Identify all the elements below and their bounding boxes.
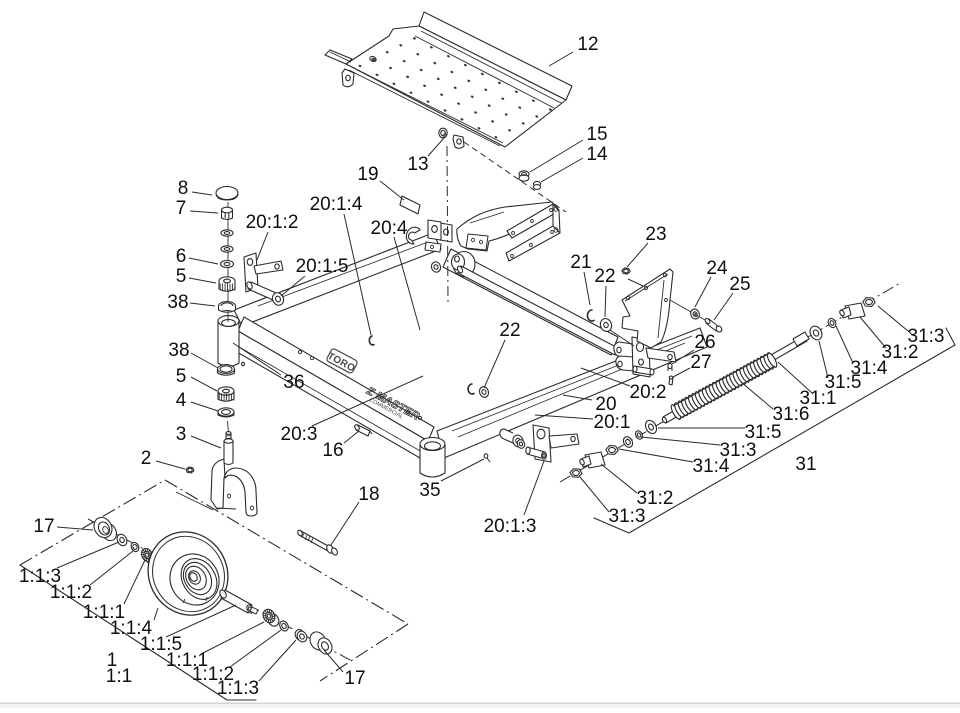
- svg-text:17: 17: [344, 668, 365, 689]
- svg-text:18: 18: [358, 484, 379, 505]
- svg-text:20:1: 20:1: [594, 412, 631, 433]
- svg-text:20:3: 20:3: [281, 424, 318, 445]
- svg-text:13: 13: [407, 154, 428, 175]
- svg-text:38: 38: [167, 292, 188, 313]
- svg-text:31: 31: [795, 454, 816, 475]
- svg-text:20:1:3: 20:1:3: [484, 516, 537, 537]
- svg-text:25: 25: [729, 274, 750, 295]
- svg-text:15: 15: [586, 124, 607, 145]
- svg-text:20:2: 20:2: [630, 382, 667, 403]
- svg-text:35: 35: [419, 480, 440, 501]
- svg-text:19: 19: [357, 164, 378, 185]
- svg-text:1:1: 1:1: [106, 666, 132, 687]
- svg-text:26: 26: [694, 332, 715, 353]
- svg-text:20:4: 20:4: [371, 218, 408, 239]
- svg-text:31:3: 31:3: [609, 506, 646, 527]
- svg-text:5: 5: [176, 366, 187, 387]
- svg-text:31:3: 31:3: [720, 440, 757, 461]
- svg-text:27: 27: [690, 352, 711, 373]
- svg-text:3: 3: [176, 424, 187, 445]
- svg-text:23: 23: [645, 224, 666, 245]
- svg-text:1:1:2: 1:1:2: [50, 582, 92, 603]
- svg-text:22: 22: [499, 320, 520, 341]
- svg-text:7: 7: [176, 198, 187, 219]
- svg-text:17: 17: [33, 516, 54, 537]
- svg-text:38: 38: [168, 340, 189, 361]
- svg-text:36: 36: [283, 372, 304, 393]
- svg-text:4: 4: [176, 390, 187, 411]
- svg-text:8: 8: [178, 178, 189, 199]
- svg-text:12: 12: [577, 34, 598, 55]
- svg-text:5: 5: [176, 266, 187, 287]
- svg-text:2: 2: [141, 448, 152, 469]
- svg-text:1:1:3: 1:1:3: [217, 678, 259, 699]
- svg-text:24: 24: [706, 258, 728, 279]
- svg-text:20:1:2: 20:1:2: [246, 212, 299, 233]
- svg-text:20:1:4: 20:1:4: [310, 194, 363, 215]
- svg-text:6: 6: [176, 246, 187, 267]
- svg-text:16: 16: [322, 440, 343, 461]
- svg-text:14: 14: [586, 144, 608, 165]
- svg-text:22: 22: [594, 266, 615, 287]
- svg-text:20:1:5: 20:1:5: [296, 256, 349, 277]
- svg-text:21: 21: [570, 252, 591, 273]
